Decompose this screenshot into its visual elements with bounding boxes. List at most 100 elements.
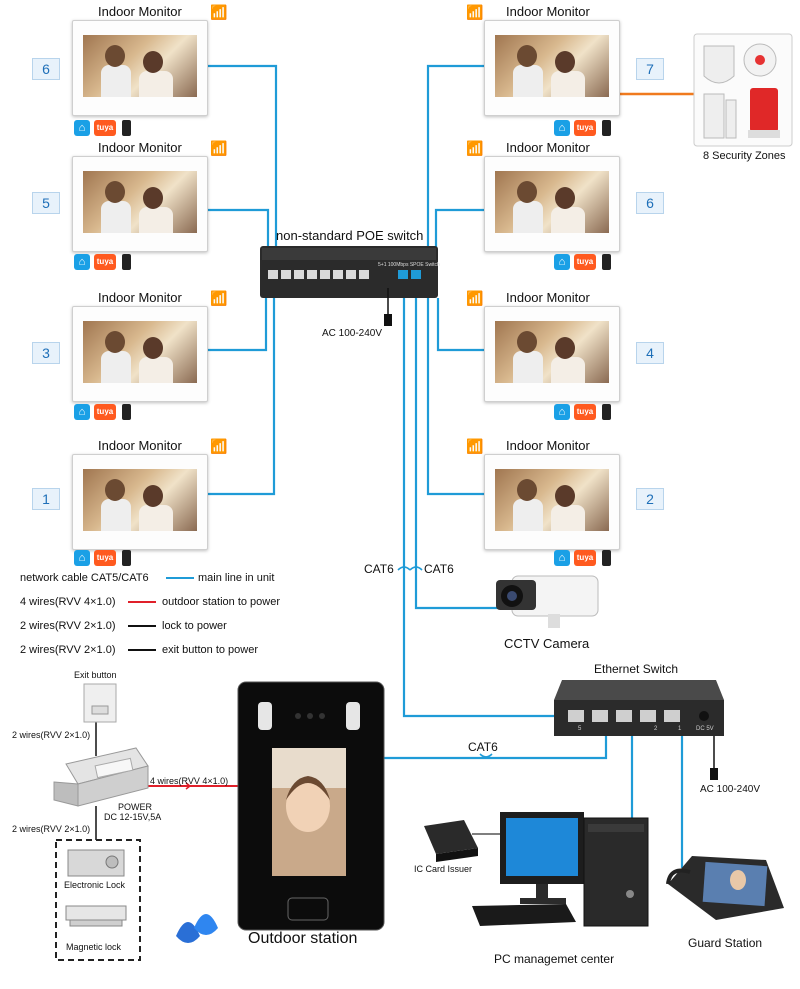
exit-button-device (83, 683, 117, 723)
ethernet-port-label-2: 2 (654, 726, 658, 732)
indoor-monitor (484, 20, 620, 116)
smart-home-app-icon: ⌂ (554, 254, 570, 270)
poe-switch-label: non-standard POE switch (276, 228, 424, 243)
ethernet-switch (554, 680, 724, 780)
power-label-line1: POWER (118, 802, 153, 812)
monitor-title: Indoor Monitor (506, 290, 590, 305)
wifi-icon: 📶 (466, 290, 484, 306)
cat6-label-outdoor: CAT6 (468, 740, 498, 754)
rfid-tags (176, 914, 218, 943)
poe-switch (260, 246, 438, 326)
guard-station-label: Guard Station (688, 936, 763, 950)
security-zones-label: 8 Security Zones (703, 150, 786, 162)
wifi-icon: 📶 (210, 438, 228, 454)
monitor-title: Indoor Monitor (506, 438, 590, 453)
cable-monitor-l1 (206, 298, 276, 496)
legend-power-desc: outdoor station to power (162, 596, 281, 608)
smart-home-app-icon: ⌂ (74, 550, 90, 566)
unit-number: 7 (636, 58, 664, 80)
unit-number: 1 (32, 488, 60, 510)
unit-number: 6 (636, 192, 664, 214)
cable-monitor-r2 (426, 298, 484, 496)
poe-switch-panel-text: 5+1 100Mbps SPOE Switch (378, 262, 440, 268)
phone-icon (602, 120, 611, 136)
wifi-icon: 📶 (210, 140, 228, 156)
tuya-app-icon: tuya (574, 404, 596, 420)
indoor-monitor (484, 306, 620, 402)
monitor-title: Indoor Monitor (98, 290, 182, 305)
indoor-monitor (484, 454, 620, 550)
cctv-camera-label: CCTV Camera (504, 636, 590, 651)
ethernet-port-label-5: 5 (578, 726, 582, 732)
cable-monitor-r7 (426, 64, 484, 248)
indoor-monitor (484, 156, 620, 252)
cable-monitor-r6 (434, 208, 484, 248)
smart-home-app-icon: ⌂ (554, 120, 570, 136)
cat6-label-left: CAT6 (364, 562, 394, 576)
tuya-app-icon: tuya (574, 550, 596, 566)
guard-station-device (666, 856, 784, 920)
security-devices (693, 33, 793, 147)
monitor-title: Indoor Monitor (98, 140, 182, 155)
legend-exit-text: 2 wires(RVV 2×1.0) (20, 644, 116, 656)
cat6-label-right: CAT6 (424, 562, 454, 576)
indoor-monitor (72, 306, 208, 402)
smart-home-app-icon: ⌂ (554, 550, 570, 566)
legend-exit-desc: exit button to power (162, 644, 259, 656)
cable-monitor-r4 (436, 298, 484, 352)
cable-switch-to-ethernet (402, 282, 566, 718)
power-to-outdoor-wire-label: 4 wires(RVV 4×1.0) (150, 776, 229, 786)
unit-number: 3 (32, 342, 60, 364)
ethernet-port-label-dc: DC 5V (696, 726, 714, 732)
unit-number: 2 (636, 488, 664, 510)
outdoor-station-label: Outdoor station (248, 930, 358, 947)
legend-network-desc: main line in unit (198, 572, 275, 584)
indoor-monitor (72, 454, 208, 550)
phone-icon (602, 254, 611, 270)
unit-number: 5 (32, 192, 60, 214)
legend-power-text: 4 wires(RVV 4×1.0) (20, 596, 116, 608)
cable-monitor-l5 (206, 208, 270, 248)
phone-icon (122, 120, 131, 136)
electronic-lock-label: Electronic Lock (64, 880, 126, 890)
tuya-app-icon: tuya (94, 404, 116, 420)
phone-icon (122, 254, 131, 270)
legend-network-text: network cable CAT5/CAT6 (20, 572, 149, 584)
ac-power-left-label: AC 100-240V (322, 328, 383, 339)
ac-power-right-label: AC 100-240V (700, 784, 761, 795)
tuya-app-icon: tuya (574, 120, 596, 136)
unit-number: 6 (32, 58, 60, 80)
ic-card-issuer-label: IC Card Issuer (414, 864, 473, 874)
phone-icon (122, 404, 131, 420)
wifi-icon: 📶 (210, 290, 228, 306)
tuya-app-icon: tuya (94, 550, 116, 566)
smart-home-app-icon: ⌂ (74, 404, 90, 420)
phone-icon (122, 550, 131, 566)
wifi-icon: 📶 (210, 4, 228, 20)
smart-home-app-icon: ⌂ (74, 120, 90, 136)
lock-box (55, 839, 141, 961)
monitor-title: Indoor Monitor (98, 4, 182, 19)
cable-markers (397, 566, 493, 758)
magnetic-lock-device (65, 905, 127, 927)
wifi-icon: 📶 (466, 438, 484, 454)
exit-button-label: Exit button (74, 670, 117, 680)
power-supply-device (53, 747, 149, 807)
ic-card-issuer-device (424, 820, 478, 862)
lock-wire-label: 2 wires(RVV 2×1.0) (12, 824, 91, 834)
indoor-monitor (72, 20, 208, 116)
magnetic-lock-label: Magnetic lock (66, 942, 122, 952)
smart-home-app-icon: ⌂ (74, 254, 90, 270)
legend-lines (128, 577, 194, 651)
pc-device (472, 812, 649, 927)
monitor-title: Indoor Monitor (506, 140, 590, 155)
monitor-title: Indoor Monitor (98, 438, 182, 453)
wifi-icon: 📶 (466, 4, 484, 20)
phone-icon (602, 550, 611, 566)
tuya-app-icon: tuya (574, 254, 596, 270)
wifi-icon: 📶 (466, 140, 484, 156)
cable-monitor-l6 (206, 64, 278, 248)
electronic-lock-device (67, 849, 125, 877)
exit-button-wire-label: 2 wires(RVV 2×1.0) (12, 730, 91, 740)
cctv-camera (496, 575, 599, 628)
